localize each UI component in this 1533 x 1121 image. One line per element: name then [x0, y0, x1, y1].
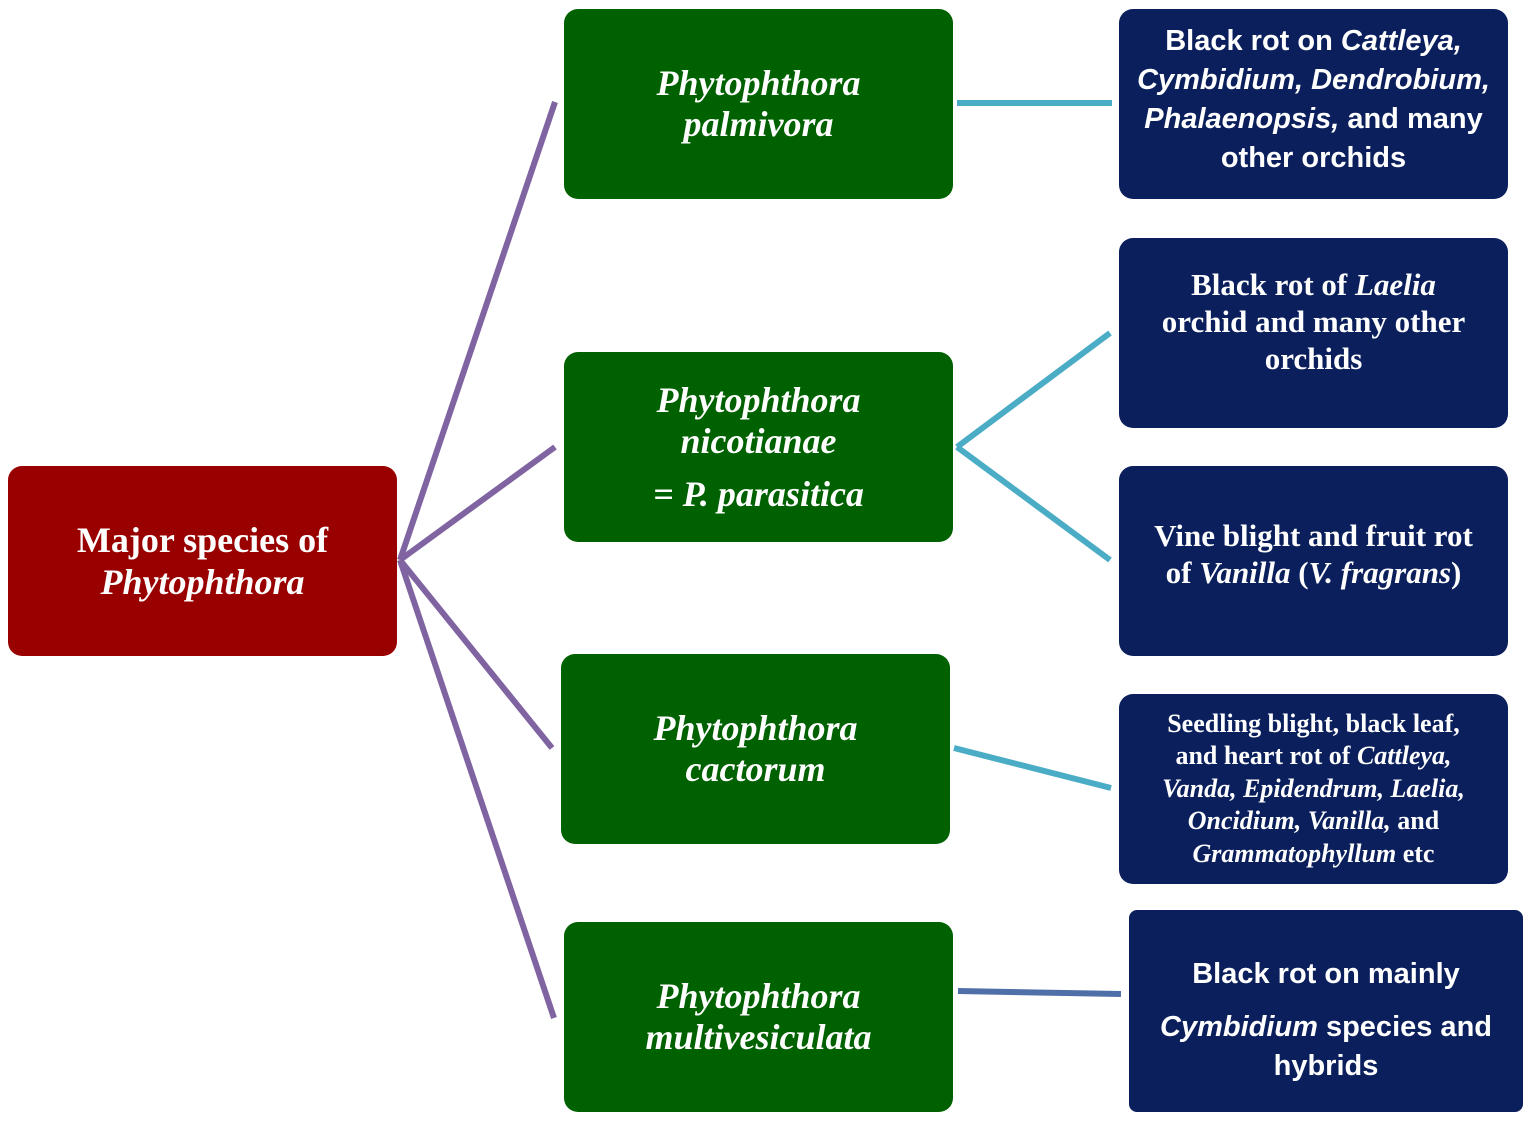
disease-text-line: Black rot on Cattleya,: [1165, 22, 1462, 61]
species-genus: Phytophthora: [656, 379, 861, 420]
root-node: Major species of Phytophthora: [8, 466, 397, 656]
species-node-cactorum: Phytophthora cactorum: [561, 654, 950, 844]
disease-text: Black rot of: [1191, 266, 1355, 302]
taxon-name: Cattleya,: [1340, 25, 1462, 57]
species-genus: Phytophthora: [656, 976, 861, 1016]
disease-text-line: other orchids: [1221, 139, 1406, 178]
disease-text: hybrids: [1273, 1049, 1379, 1082]
disease-text-line: Seedling blight, black leaf,: [1167, 708, 1460, 741]
disease-text-line: Grammatophyllum etc: [1193, 838, 1435, 871]
disease-text: (: [1290, 555, 1309, 590]
connector-nicotianae-to-laelia: [955, 330, 1112, 450]
disease-text-line: Oncidium, Vanilla, and: [1188, 805, 1439, 838]
root-title-line2: Phytophthora: [100, 562, 305, 602]
disease-text-line: of Vanilla (V. fragrans): [1166, 554, 1462, 591]
species-node-multivesiculata: Phytophthora multivesiculata: [564, 922, 953, 1112]
disease-text-line: Vanda, Epidendrum, Laelia,: [1162, 773, 1465, 806]
taxon-name: Laelia: [1354, 266, 1436, 302]
disease-text-line: Cymbidium, Dendrobium,: [1137, 61, 1490, 100]
taxon-name: Vanda, Epidendrum, Laelia,: [1162, 773, 1465, 803]
disease-node-palmivora: Black rot on Cattleya,Cymbidium, Dendrob…: [1119, 9, 1508, 199]
species-node-palmivora: Phytophthora palmivora: [564, 9, 953, 199]
species-epithet: cactorum: [685, 749, 826, 789]
disease-text: orchid and many other: [1161, 303, 1466, 339]
disease-text-line: Black rot on mainly: [1192, 955, 1460, 994]
disease-text: ): [1451, 555, 1462, 590]
connector-cactorum-to-disease: [953, 745, 1112, 791]
species-epithet: multivesiculata: [645, 1017, 872, 1057]
connector-root-to-nicotianae: [398, 444, 557, 563]
species-node-nicotianae: Phytophthora nicotianae = P. parasitica: [564, 352, 953, 542]
disease-text: other orchids: [1220, 142, 1407, 174]
taxon-name: Phalaenopsis,: [1144, 103, 1340, 135]
disease-text: Black rot on mainly: [1192, 957, 1460, 990]
disease-text: and many: [1339, 103, 1483, 135]
taxon-name: Grammatophyllum: [1192, 838, 1397, 868]
disease-text: and: [1390, 806, 1440, 836]
disease-text: species and: [1317, 1010, 1492, 1043]
disease-text-line: Vine blight and fruit rot: [1154, 517, 1473, 554]
connector-root-to-multivesiculata: [397, 559, 557, 1019]
species-epithet: nicotianae: [680, 420, 837, 461]
disease-text-line: and heart rot of Cattleya,: [1175, 740, 1451, 773]
disease-text-line: Cymbidium species and: [1160, 1008, 1492, 1047]
disease-text-line: orchids: [1265, 340, 1363, 377]
disease-text: Seedling blight, black leaf,: [1167, 708, 1460, 738]
root-title-line1: Major species of: [76, 520, 329, 560]
taxon-name: Cymbidium, Dendrobium,: [1137, 64, 1490, 96]
connector-root-to-cactorum: [397, 558, 555, 750]
connector-root-to-palmivora: [397, 101, 558, 561]
species-genus: Phytophthora: [653, 708, 858, 748]
disease-text: etc: [1396, 838, 1435, 868]
species-synonym: = P. parasitica: [653, 473, 864, 514]
disease-text-line: Phalaenopsis, and many: [1144, 100, 1482, 139]
connector-multivesiculata-to-disease: [957, 988, 1122, 997]
taxon-name: Cymbidium: [1160, 1010, 1318, 1043]
species-genus: Phytophthora: [656, 63, 861, 103]
disease-text-line: orchid and many other: [1162, 303, 1465, 340]
species-epithet: palmivora: [683, 104, 834, 144]
connector-nicotianae-to-vanilla: [955, 444, 1112, 563]
disease-node-cactorum: Seedling blight, black leaf,and heart ro…: [1119, 694, 1508, 884]
disease-text: and heart rot of: [1175, 741, 1357, 771]
disease-text: Vine blight and fruit rot: [1154, 518, 1473, 553]
taxon-name: Vanilla: [1199, 555, 1291, 590]
disease-text-line: hybrids: [1274, 1047, 1379, 1086]
taxon-name: Oncidium, Vanilla,: [1187, 806, 1391, 836]
disease-text-line: Black rot of Laelia: [1191, 266, 1436, 303]
disease-text: orchids: [1264, 340, 1363, 376]
taxon-name: Cattleya,: [1356, 741, 1452, 771]
disease-text: of: [1165, 555, 1200, 590]
disease-text: Black rot on: [1165, 25, 1341, 57]
taxon-name: V. fragrans: [1308, 555, 1452, 590]
